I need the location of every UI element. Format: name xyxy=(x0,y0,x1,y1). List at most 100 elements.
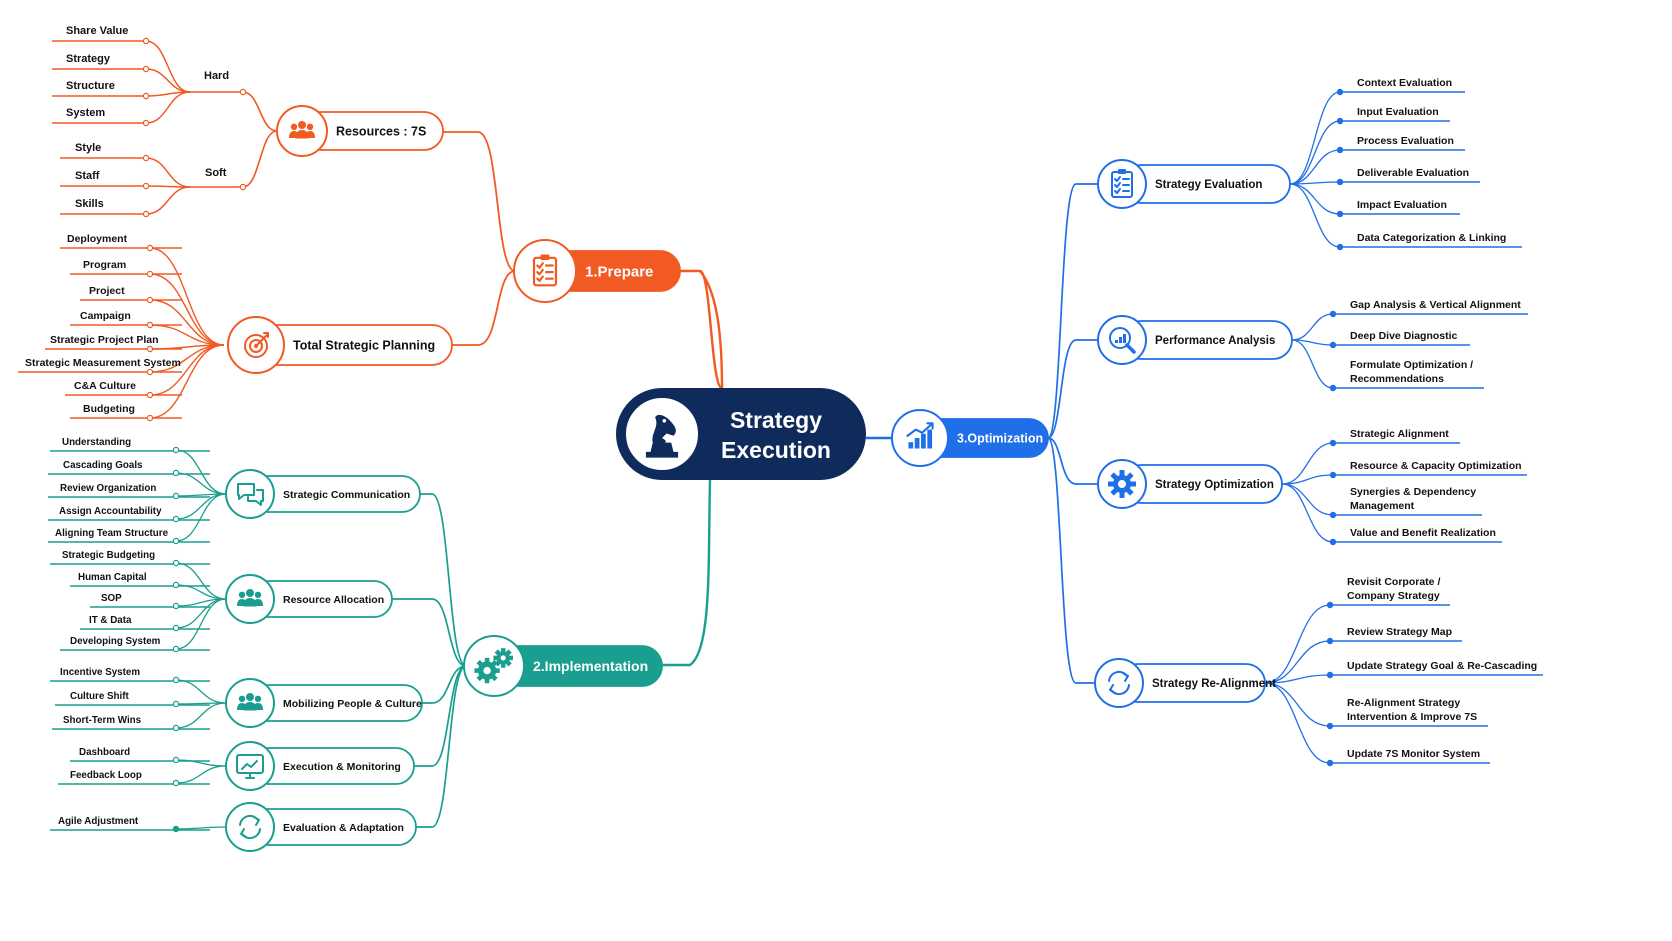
cycle-icon xyxy=(239,814,261,840)
implementation-item: SOP xyxy=(101,593,122,604)
junction-dot xyxy=(172,700,180,708)
connector-optimization-item xyxy=(1281,483,1334,543)
connector-implementation-branch xyxy=(416,665,467,828)
implementation-item: Review Organization xyxy=(60,483,156,494)
junction-dot xyxy=(1336,117,1344,125)
planning-node: Total Strategic Planning xyxy=(227,316,453,374)
connector-implementation-item xyxy=(175,679,227,704)
ring xyxy=(244,334,268,358)
magnifier-chart-icon xyxy=(1109,327,1136,354)
label-line: Recommendations xyxy=(1350,373,1444,385)
icon-ring xyxy=(225,802,275,852)
person-head xyxy=(254,591,262,598)
gear-hole xyxy=(1118,480,1126,488)
junction-dot xyxy=(146,414,154,422)
planning-item: Deployment xyxy=(67,233,128,245)
connector-optimization-item xyxy=(1291,339,1334,389)
junction-dot xyxy=(1326,637,1334,645)
tooth xyxy=(484,657,490,664)
connector-implementation-item xyxy=(175,826,227,830)
connector-implementation-item xyxy=(175,472,227,495)
junction-dot xyxy=(239,88,247,96)
connector-optimization-item xyxy=(1264,640,1331,684)
optimization-item: Revisit Corporate /Company Strategy xyxy=(1347,576,1440,602)
implementation-item: Dashboard xyxy=(79,747,130,758)
connector-optimization-item xyxy=(1264,604,1331,684)
connector-implementation-branch xyxy=(392,598,467,667)
connector-implementation-item xyxy=(175,702,227,729)
check xyxy=(1114,182,1121,188)
junction-dot xyxy=(146,368,154,376)
implementation-item: Understanding xyxy=(62,437,131,448)
junction-dot xyxy=(172,469,180,477)
people-group-icon xyxy=(237,693,263,711)
junction-dot xyxy=(172,537,180,545)
connector-implementation-branch xyxy=(414,665,467,767)
person-head xyxy=(246,693,254,701)
optimization-item: Review Strategy Map xyxy=(1347,626,1452,638)
junction-dot xyxy=(1326,671,1334,679)
junction-dot xyxy=(172,676,180,684)
implementation-item: Strategic Budgeting xyxy=(62,550,155,561)
label-line: Re-Alignment Strategy xyxy=(1347,697,1460,709)
tooth xyxy=(1119,470,1125,476)
optimization-branch-node: Strategy Evaluation xyxy=(1097,159,1291,209)
optimization-branch-node: Strategy Optimization xyxy=(1097,459,1283,509)
optimization-item: Process Evaluation xyxy=(1357,135,1454,147)
connector-hard-item xyxy=(145,68,191,93)
connector-layer xyxy=(18,40,1543,831)
implementation-item: Cascading Goals xyxy=(63,460,143,471)
connector-soft-item xyxy=(145,157,191,188)
check xyxy=(536,275,544,283)
check xyxy=(536,262,544,269)
bubble xyxy=(247,489,264,506)
bubble xyxy=(237,483,255,500)
connector-optimization-item xyxy=(1264,682,1331,764)
hard-item: Share Value xyxy=(66,25,128,37)
implementation-branch-node: Resource Allocation xyxy=(225,574,393,624)
planning-item: Strategic Project Plan xyxy=(50,334,159,346)
person-body xyxy=(243,598,257,607)
node-label: Strategy Optimization xyxy=(1155,479,1274,491)
optimization-item: Gap Analysis & Vertical Alignment xyxy=(1350,299,1521,311)
target-icon xyxy=(244,332,269,358)
implementation-item: IT & Data xyxy=(89,615,132,626)
hard-item: Strategy xyxy=(66,53,111,65)
soft-item: Style xyxy=(75,142,101,154)
connector-optimization-item xyxy=(1291,339,1334,346)
arrowhead xyxy=(1122,672,1129,682)
implementation-item: Feedback Loop xyxy=(70,770,142,781)
connector-optimization-item xyxy=(1264,674,1331,684)
junction-dot xyxy=(146,345,154,353)
label-line: Synergies & Dependency xyxy=(1350,486,1476,498)
connector-optimization-item xyxy=(1289,91,1341,185)
tooth xyxy=(500,648,506,654)
connector-optimization-branch xyxy=(1047,183,1098,439)
bar xyxy=(1123,334,1126,343)
connector-planning-item xyxy=(149,247,225,346)
monitor-icon xyxy=(236,754,264,779)
implementation-item: Assign Accountability xyxy=(59,506,162,517)
junction-dot xyxy=(142,65,150,73)
bar xyxy=(921,433,926,449)
node-label: Resource Allocation xyxy=(283,594,384,606)
junction-dot xyxy=(172,756,180,764)
node-label: Mobilizing People & Culture xyxy=(283,698,422,710)
connector-optimization-item xyxy=(1264,682,1331,727)
gears-icon xyxy=(474,648,513,684)
center-title-line2: Execution xyxy=(721,437,831,463)
connector-hard-item xyxy=(145,91,191,124)
optimization-item: Data Categorization & Linking xyxy=(1357,232,1506,244)
implementation-item: Agile Adjustment xyxy=(58,816,139,827)
icon-disc xyxy=(519,245,571,297)
hard-item: System xyxy=(66,107,105,119)
connector-optimization-item xyxy=(1281,474,1334,485)
connector-planning-item xyxy=(149,344,225,419)
junction-dot xyxy=(172,515,180,523)
junction-dot xyxy=(1326,759,1334,767)
gear-icon xyxy=(1108,470,1136,498)
tooth xyxy=(1108,481,1114,487)
label-line: Revisit Corporate / xyxy=(1347,576,1440,588)
tooth xyxy=(484,677,490,684)
planning-item: Campaign xyxy=(80,310,131,322)
